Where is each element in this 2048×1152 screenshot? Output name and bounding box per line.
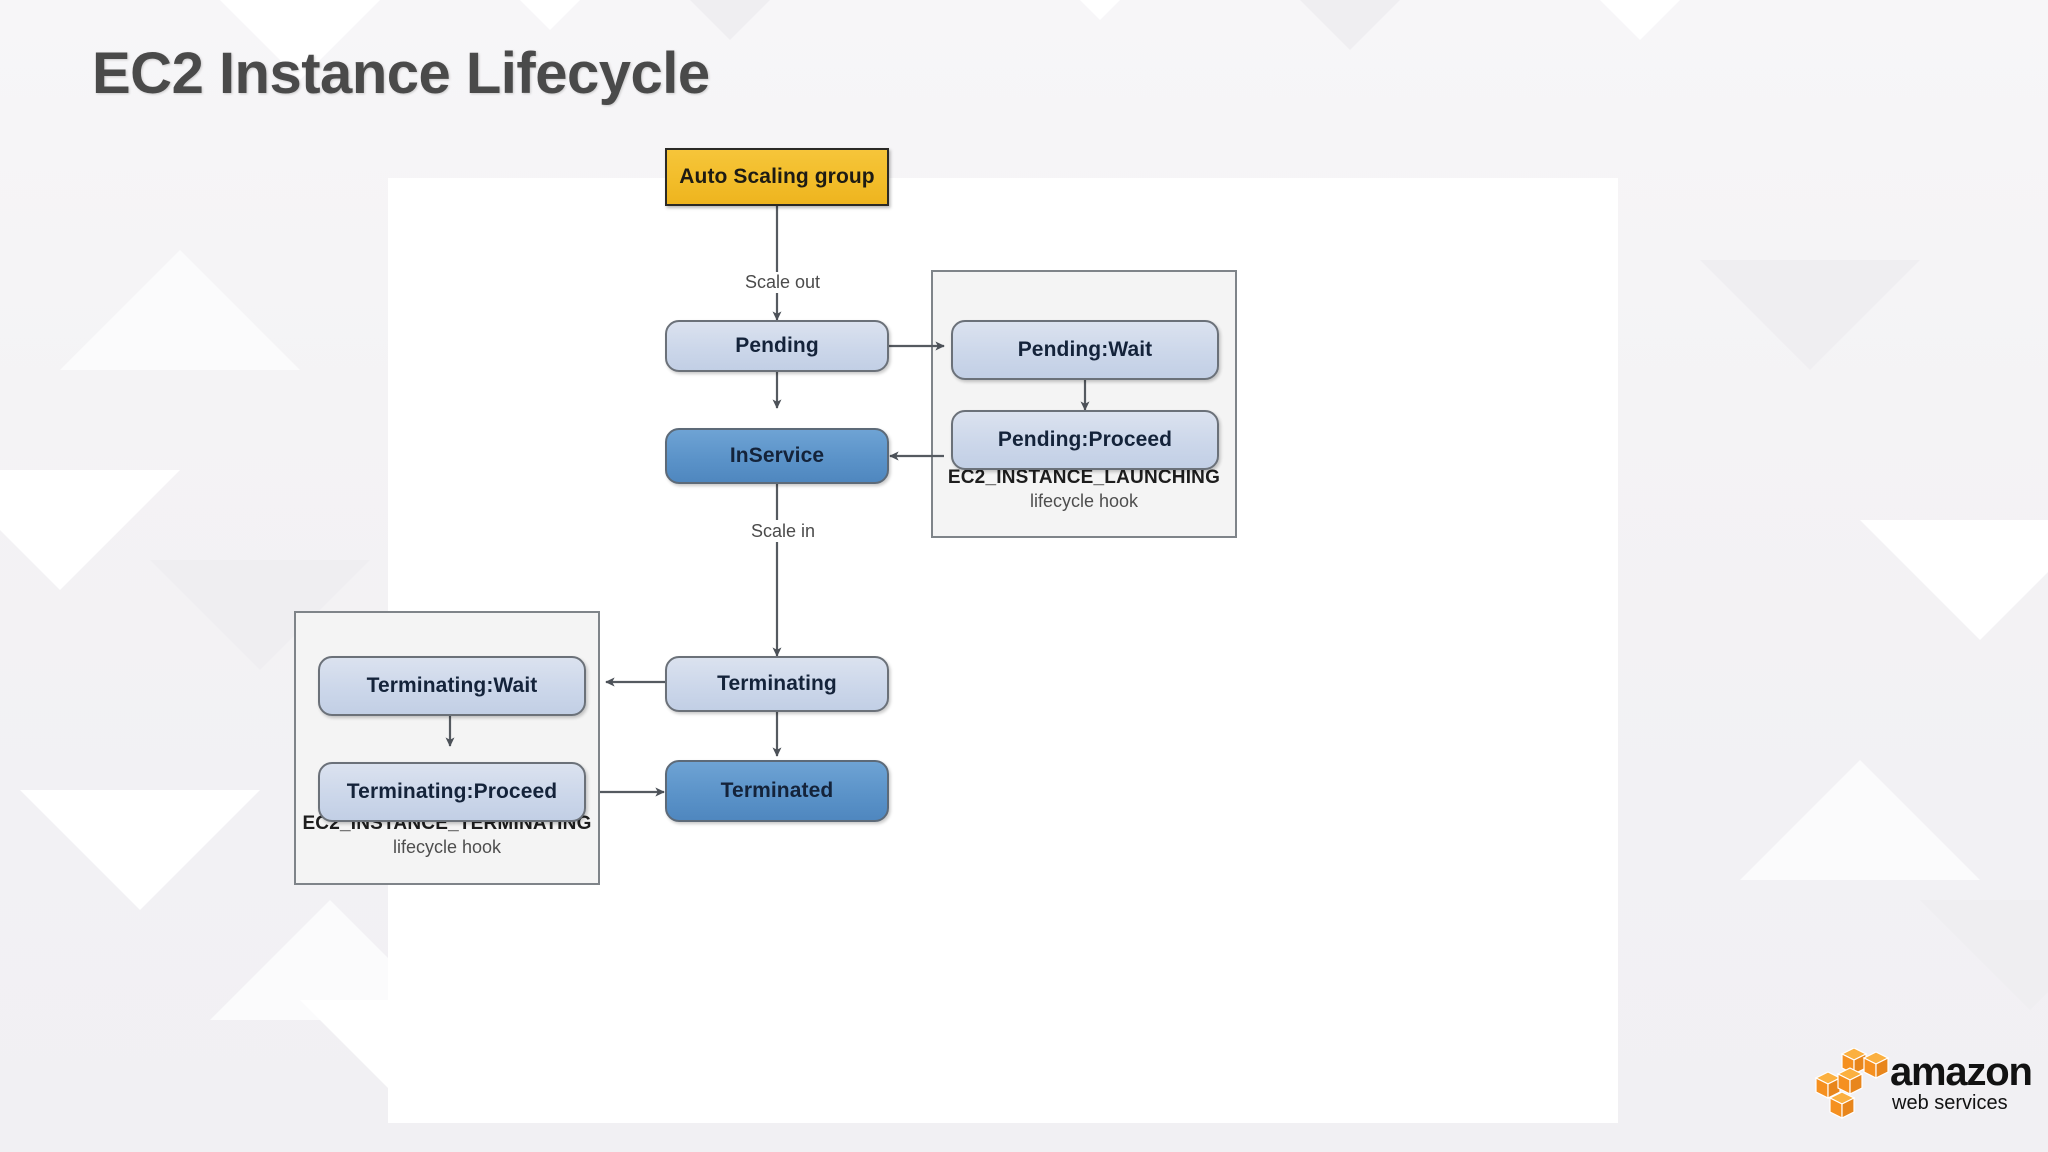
node-inservice[interactable]: InService xyxy=(665,428,889,484)
node-terminating-proceed[interactable]: Terminating:Proceed xyxy=(318,762,586,822)
aws-wordmark: amazon xyxy=(1890,1050,2033,1094)
aws-cubes-icon xyxy=(1814,1048,1890,1119)
node-terminated[interactable]: Terminated xyxy=(665,760,889,822)
node-auto-scaling-group[interactable]: Auto Scaling group xyxy=(665,148,889,206)
edge-label-scale-out: Scale out xyxy=(740,272,826,293)
hook-name-launching: EC2_INSTANCE_LAUNCHING xyxy=(947,467,1221,488)
edge-label-scale-in: Scale in xyxy=(746,521,821,542)
page-title: EC2 Instance Lifecycle xyxy=(92,41,710,106)
node-pending[interactable]: Pending xyxy=(665,320,889,372)
aws-subword: web services xyxy=(1892,1092,2008,1114)
aws-logo: amazon web services xyxy=(1812,1046,2033,1130)
diagram-canvas: EC2_INSTANCE_LAUNCHING lifecycle hook EC… xyxy=(294,148,1618,1123)
hook-group-launching: EC2_INSTANCE_LAUNCHING lifecycle hook xyxy=(931,270,1237,538)
hook-caption-launching: EC2_INSTANCE_LAUNCHING lifecycle hook xyxy=(933,466,1235,513)
hook-group-terminating: EC2_INSTANCE_TERMINATING lifecycle hook xyxy=(294,611,600,885)
hook-subtitle-launching: lifecycle hook xyxy=(1029,491,1139,512)
hook-subtitle-terminating: lifecycle hook xyxy=(392,837,502,858)
node-pending-proceed[interactable]: Pending:Proceed xyxy=(951,410,1219,470)
node-pending-wait[interactable]: Pending:Wait xyxy=(951,320,1219,380)
node-terminating[interactable]: Terminating xyxy=(665,656,889,712)
node-terminating-wait[interactable]: Terminating:Wait xyxy=(318,656,586,716)
